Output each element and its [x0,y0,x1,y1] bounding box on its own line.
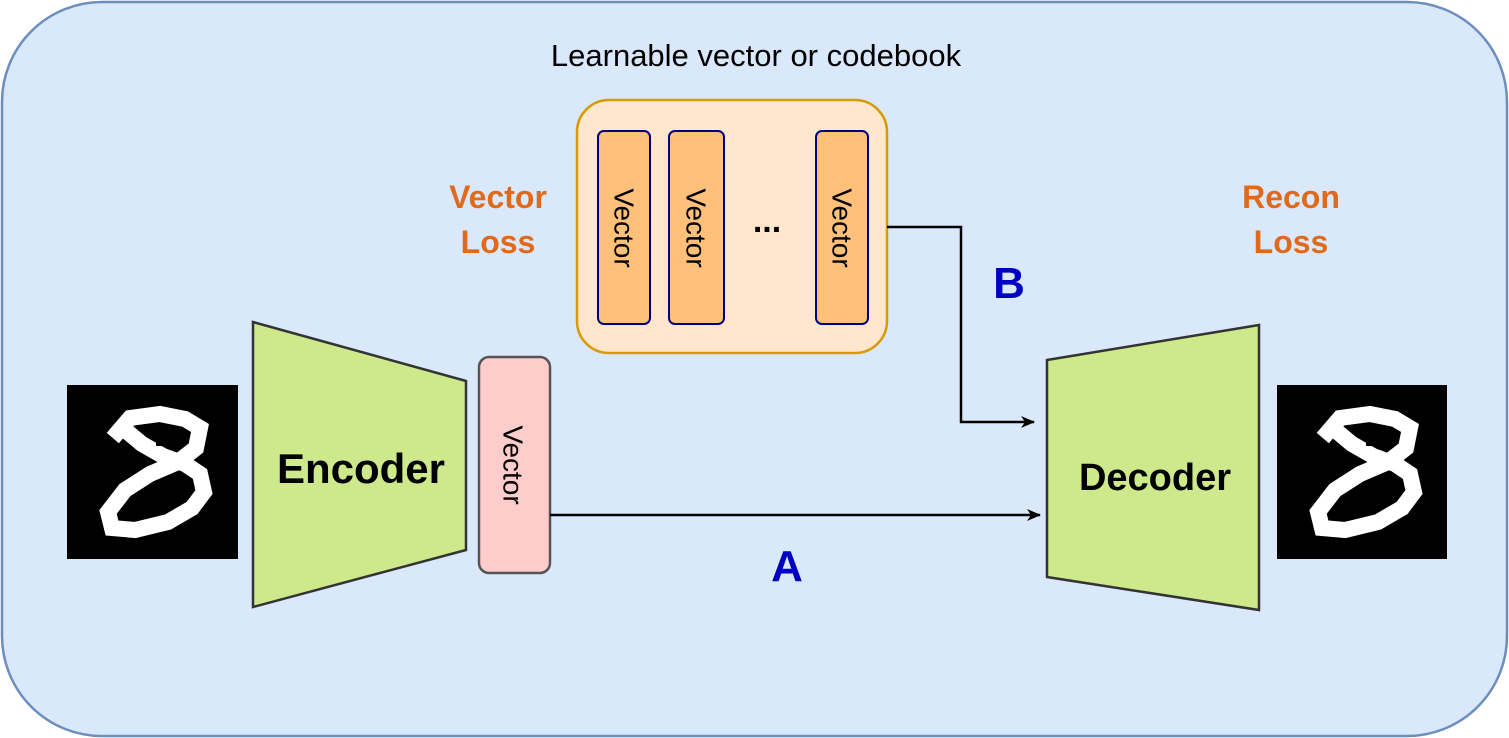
svg-text:Loss: Loss [461,224,536,260]
svg-text:Loss: Loss [1254,224,1329,260]
vector-loss-label: Vector Loss [449,179,547,260]
input-digit-image [67,385,238,559]
path-b-arrow [887,225,1035,428]
encoder-label: Encoder [277,445,445,492]
svg-text:Vector: Vector [449,179,547,215]
codebook-ellipsis: ... [753,202,781,240]
codebook-vector-label: Vector [827,188,858,267]
recon-loss-label: Recon Loss [1242,179,1340,260]
codebook-vector-label: Vector [609,188,640,267]
path-b-label: B [993,259,1025,308]
decoder-label: Decoder [1079,457,1231,499]
latent-vector: Vector [477,355,552,575]
codebook-vector-2: Vector [668,130,725,325]
output-digit-image [1277,385,1447,559]
codebook-vector-label: Vector [681,188,712,267]
latent-vector-label: Vector [498,425,529,504]
codebook-vector-1: Vector [597,130,651,325]
encoder: Encoder [251,320,468,609]
decoder: Decoder [1045,323,1261,612]
svg-text:Recon: Recon [1242,179,1340,215]
codebook-vector-3: Vector [815,130,869,325]
codebook-title: Learnable vector or codebook [551,38,962,73]
path-a-label: A [771,542,803,591]
